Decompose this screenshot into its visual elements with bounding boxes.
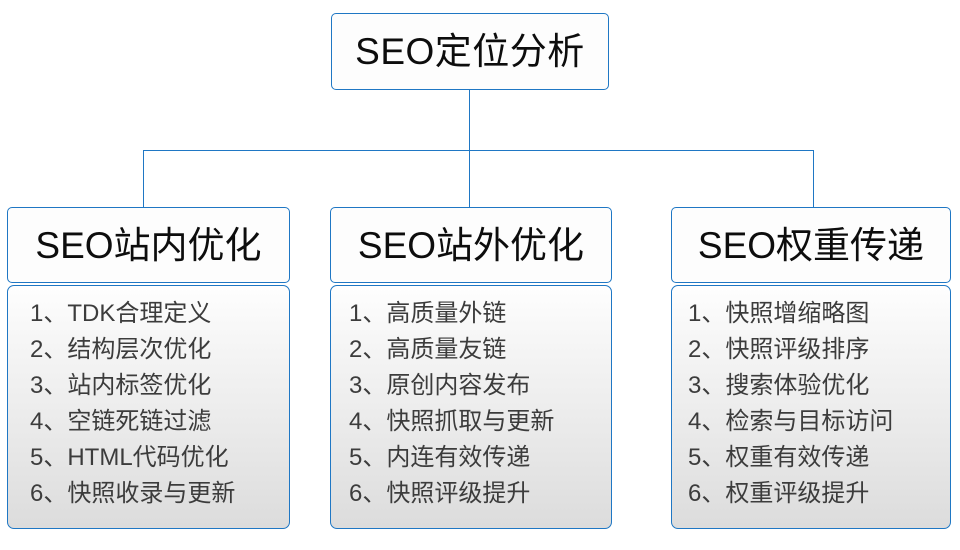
list-item: 5、权重有效传递: [688, 444, 870, 471]
list-item: 4、快照抓取与更新: [349, 408, 555, 435]
branch-3-list: 1、快照增缩略图 2、快照评级排序 3、搜索体验优化 4、检索与目标访问 5、权…: [671, 285, 951, 529]
branch-1-list: 1、TDK合理定义 2、结构层次优化 3、站内标签优化 4、空链死链过滤 5、H…: [7, 285, 290, 529]
connector-branch-2-vertical: [469, 150, 471, 208]
list-item: 1、快照增缩略图: [688, 300, 870, 327]
list-item: 1、高质量外链: [349, 300, 507, 327]
root-node-label: SEO定位分析: [355, 31, 585, 72]
list-item: 1、TDK合理定义: [30, 300, 212, 327]
branch-2-list: 1、高质量外链 2、高质量友链 3、原创内容发布 4、快照抓取与更新 5、内连有…: [330, 285, 612, 529]
list-item: 6、快照收录与更新: [30, 480, 236, 507]
list-item: 4、检索与目标访问: [688, 408, 894, 435]
list-item: 6、权重评级提升: [688, 480, 870, 507]
list-item: 5、内连有效传递: [349, 444, 531, 471]
root-node: SEO定位分析: [331, 13, 609, 90]
branch-1-header: SEO站内优化: [7, 207, 290, 283]
branch-2-header: SEO站外优化: [330, 207, 612, 283]
list-item: 5、HTML代码优化: [30, 444, 229, 471]
connector-root-vertical: [469, 90, 471, 151]
connector-horizontal-bus: [143, 150, 814, 152]
list-item: 3、站内标签优化: [30, 372, 212, 399]
list-item: 3、原创内容发布: [349, 372, 531, 399]
branch-2-header-label: SEO站外优化: [357, 224, 585, 266]
list-item: 2、快照评级排序: [688, 336, 870, 363]
branch-column-1: SEO站内优化 1、TDK合理定义 2、结构层次优化 3、站内标签优化 4、空链…: [7, 207, 290, 529]
list-item: 4、空链死链过滤: [30, 408, 212, 435]
branch-column-2: SEO站外优化 1、高质量外链 2、高质量友链 3、原创内容发布 4、快照抓取与…: [330, 207, 612, 529]
list-item: 3、搜索体验优化: [688, 372, 870, 399]
branch-column-3: SEO权重传递 1、快照增缩略图 2、快照评级排序 3、搜索体验优化 4、检索与…: [671, 207, 951, 529]
connector-branch-3-vertical: [813, 150, 815, 208]
branch-3-header: SEO权重传递: [671, 207, 951, 283]
connector-branch-1-vertical: [143, 150, 145, 208]
branch-1-header-label: SEO站内优化: [35, 224, 262, 266]
list-item: 2、高质量友链: [349, 336, 507, 363]
list-item: 2、结构层次优化: [30, 336, 212, 363]
list-item: 6、快照评级提升: [349, 480, 531, 507]
branch-3-header-label: SEO权重传递: [697, 224, 925, 266]
